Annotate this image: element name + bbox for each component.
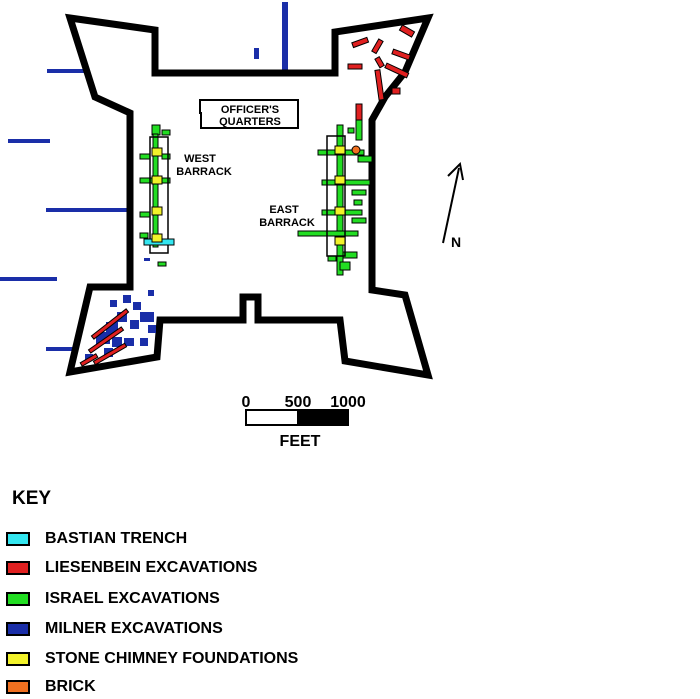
officers-quarters-label: OFFICER'S QUARTERS bbox=[219, 104, 281, 128]
west-barrack-label: WEST BARRACK bbox=[176, 153, 232, 178]
swatch-milner bbox=[6, 622, 30, 636]
liesenbein-ne bbox=[347, 24, 416, 123]
swatch-bastian-trench bbox=[6, 532, 30, 546]
svg-text:BARRACK: BARRACK bbox=[176, 166, 232, 178]
svg-text:WEST: WEST bbox=[184, 153, 216, 165]
swatch-stone-chimney bbox=[6, 652, 30, 666]
swatch-israel bbox=[6, 592, 30, 606]
swatch-brick bbox=[6, 680, 30, 694]
svg-text:EAST: EAST bbox=[269, 204, 299, 216]
liesenbein-sw bbox=[79, 308, 130, 367]
scale-unit: FEET bbox=[280, 433, 321, 450]
east-barrack-excavations bbox=[297, 119, 373, 276]
svg-text:BARRACK: BARRACK bbox=[259, 217, 315, 229]
scale-tick-0: 0 bbox=[242, 394, 251, 411]
north-arrow: N bbox=[442, 161, 464, 250]
fort-outline bbox=[64, 13, 434, 380]
officers-quarters-building bbox=[199, 99, 299, 129]
scale-bar: 0 500 1000 FEET bbox=[242, 394, 366, 450]
scale-tick-1000: 1000 bbox=[330, 394, 366, 411]
swatch-liesenbein bbox=[6, 561, 30, 575]
west-barrack-excavations bbox=[139, 124, 175, 267]
svg-text:OFFICER'S: OFFICER'S bbox=[221, 104, 279, 116]
milner-trenches-outer bbox=[0, 2, 288, 351]
east-barrack-label: EAST BARRACK bbox=[259, 204, 315, 229]
north-label: N bbox=[451, 234, 461, 250]
svg-text:QUARTERS: QUARTERS bbox=[219, 116, 281, 128]
key-title: KEY bbox=[12, 488, 52, 509]
scale-tick-500: 500 bbox=[285, 394, 312, 411]
